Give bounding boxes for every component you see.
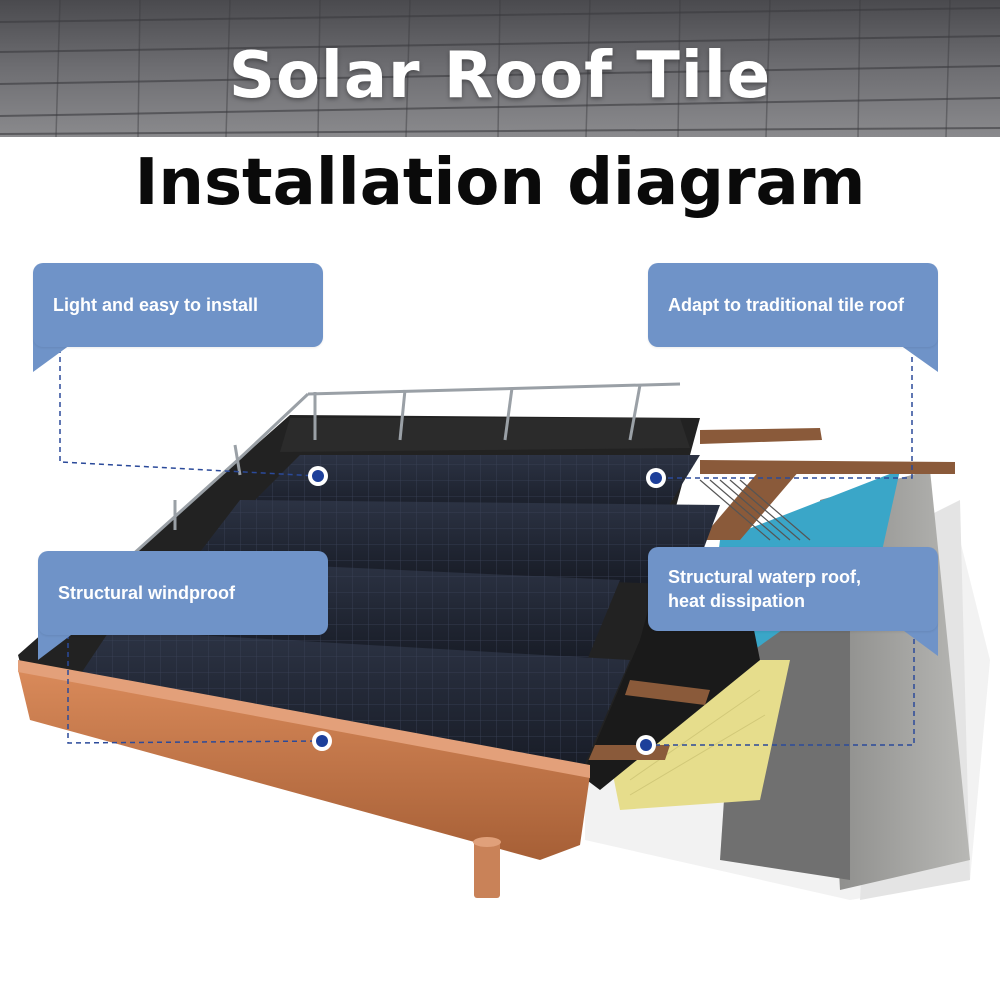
marker-waterproof xyxy=(636,735,656,755)
solar-panel-row-4 xyxy=(60,630,630,775)
ridge-tiles xyxy=(280,418,690,452)
callout-label: Structural waterp roof, heat dissipation xyxy=(668,566,862,611)
callout-label: Structural windproof xyxy=(58,582,235,603)
callout-traditional-roof: Adapt to traditional tile roof xyxy=(648,263,938,347)
leader-lines xyxy=(59,348,915,746)
callout-label: Adapt to traditional tile roof xyxy=(668,294,904,315)
callout-label: Light and easy to install xyxy=(53,294,259,315)
marker-windproof xyxy=(312,731,332,751)
marker-traditional-roof xyxy=(646,468,666,488)
insulation-layer xyxy=(610,660,790,810)
roof-shingles-background xyxy=(0,0,1000,137)
banner-title: Solar Roof Tile xyxy=(228,39,772,113)
copper-gutter xyxy=(18,660,590,898)
wire-mesh xyxy=(699,479,811,541)
header-banner: Solar Roof Tile xyxy=(0,0,1000,137)
marker-light-install xyxy=(308,466,328,486)
callout-light-install: Light and easy to install xyxy=(33,263,323,347)
callout-windproof: Structural windproof xyxy=(38,551,328,635)
callout-waterproof: Structural waterp roof, heat dissipation xyxy=(648,547,938,631)
page-title: Installation diagram xyxy=(134,146,866,220)
